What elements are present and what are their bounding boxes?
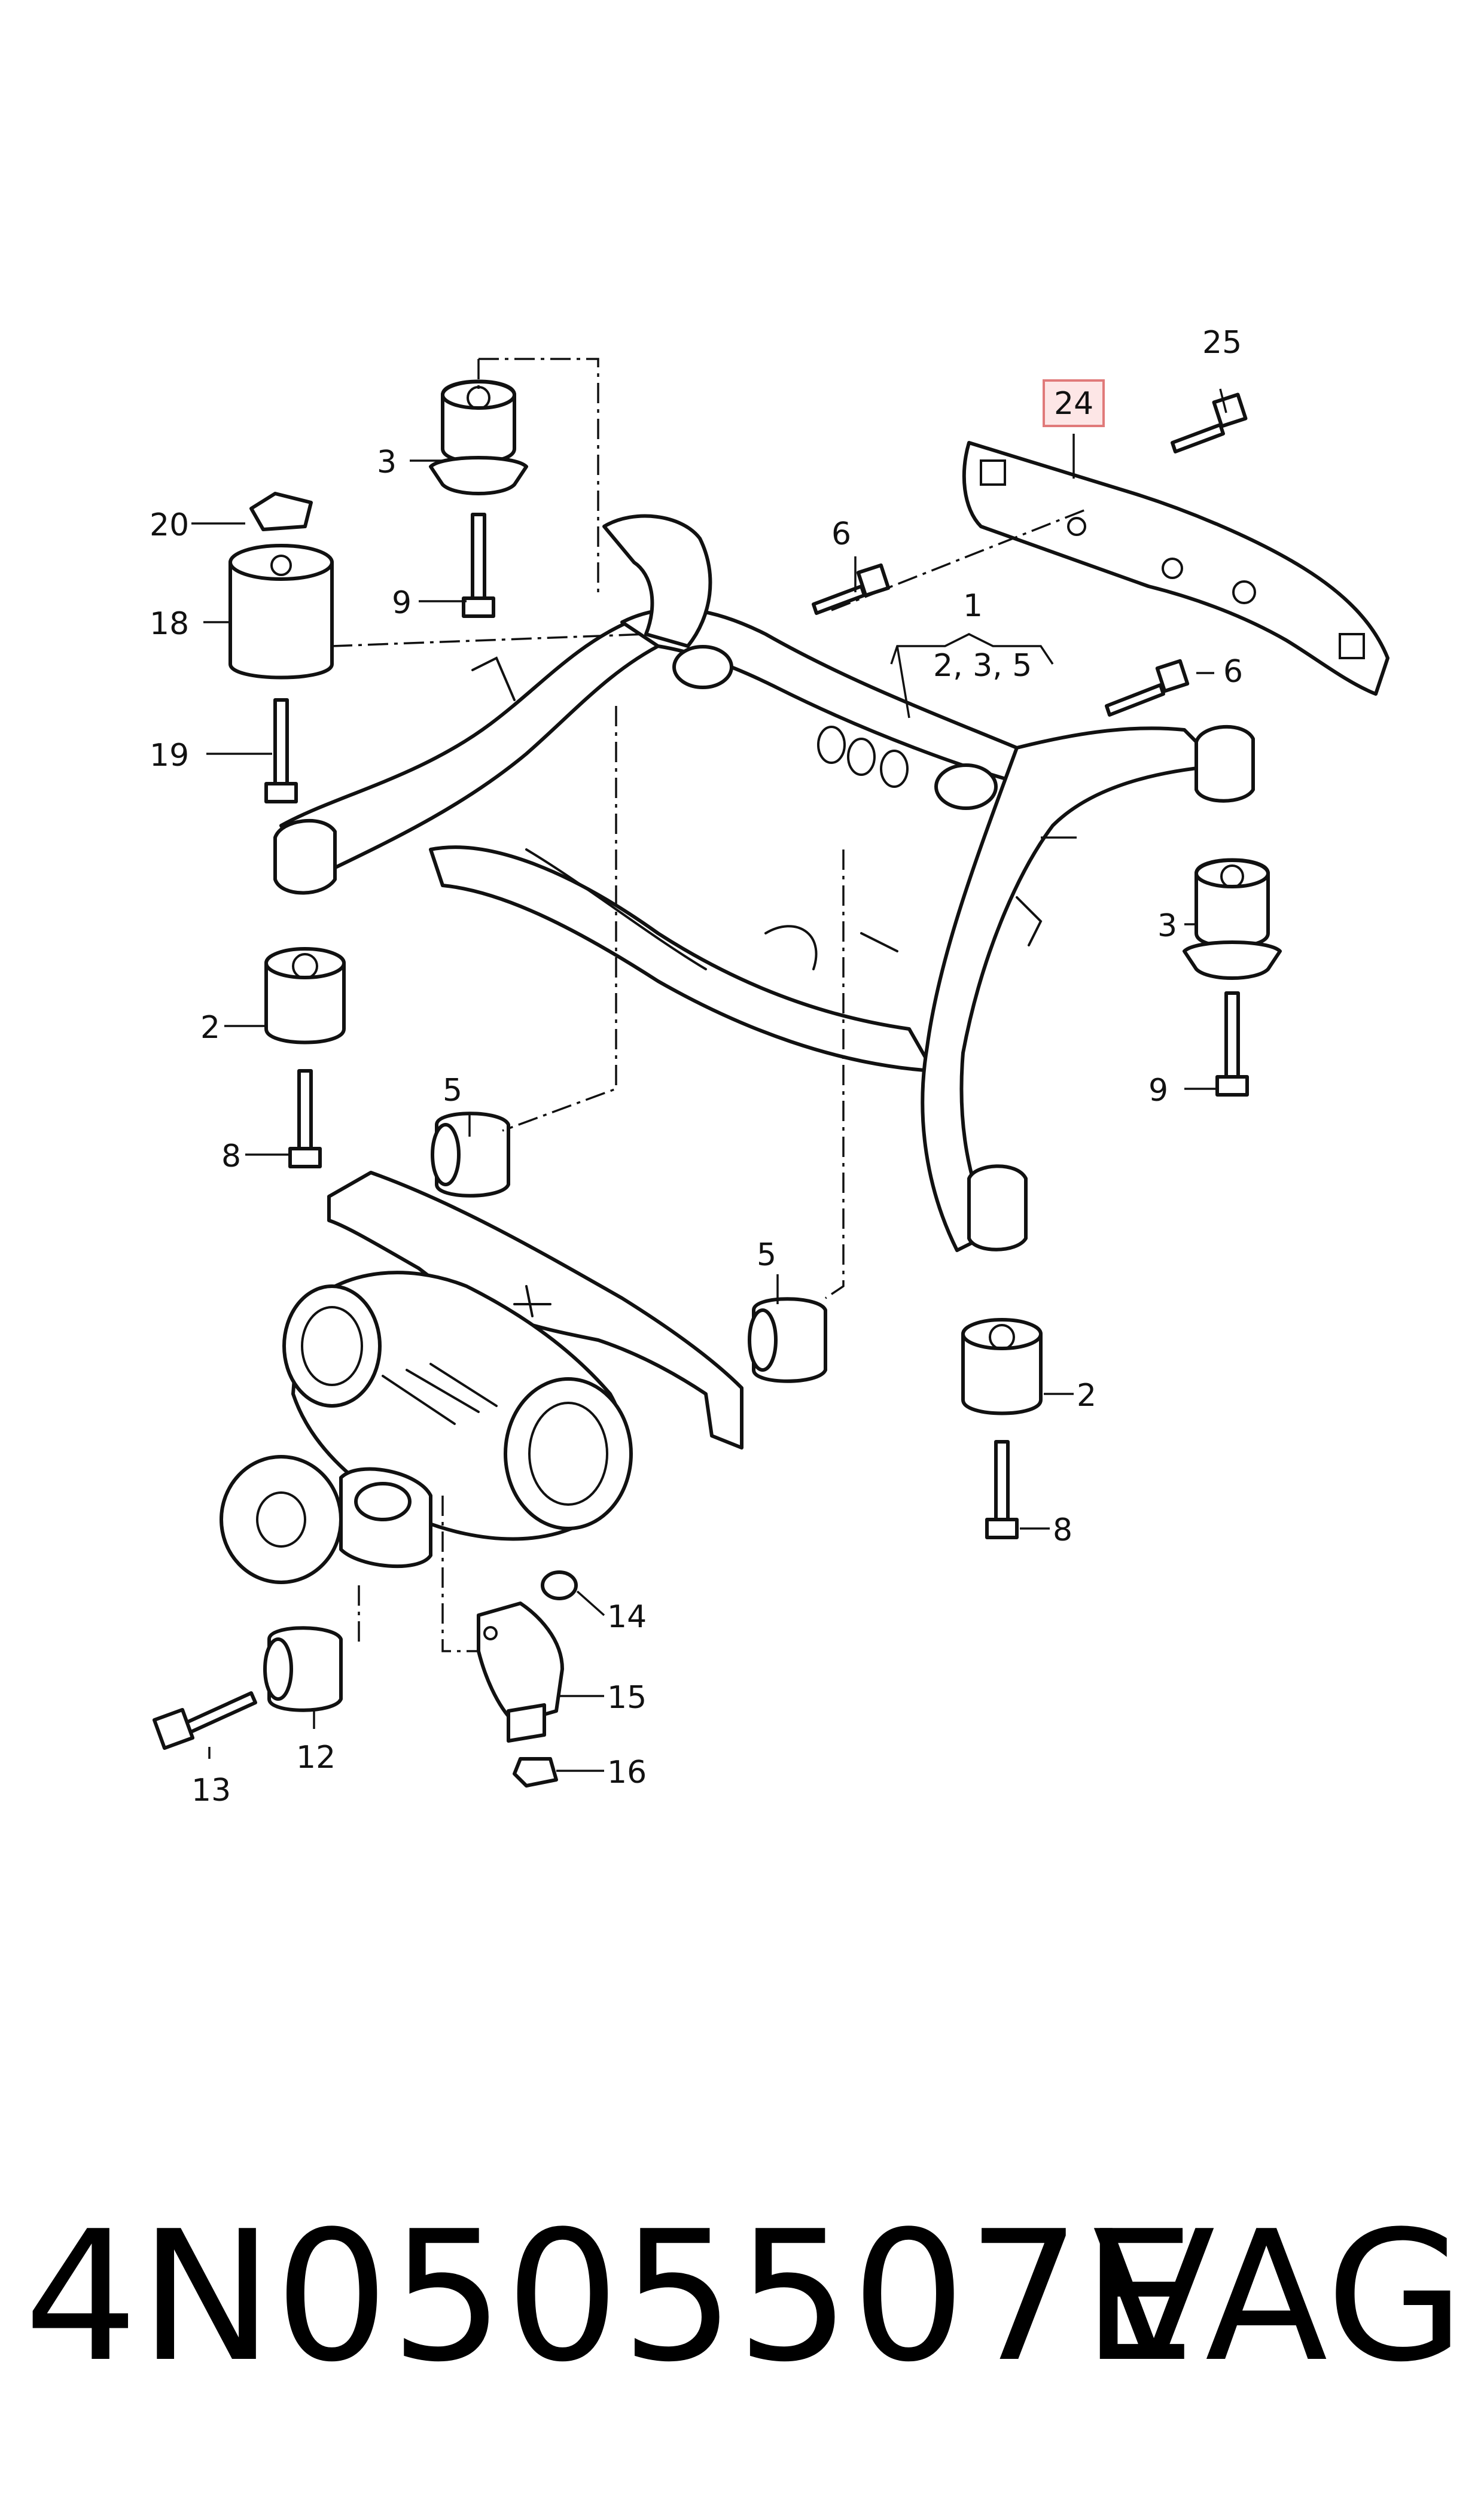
callout-2-right: 2 (1077, 1378, 1096, 1414)
mount-18 (228, 544, 334, 680)
callout-8-left: 8 (221, 1138, 241, 1174)
fasteners (152, 392, 1249, 1788)
callout-20: 20 (150, 507, 189, 543)
callout-18: 18 (150, 606, 189, 642)
callout-15: 15 (607, 1680, 647, 1716)
callout-24: 24 (1054, 386, 1093, 422)
callout-8-right: 8 (1053, 1512, 1072, 1548)
bushing-2-left (264, 947, 346, 1045)
callout-16: 16 (607, 1755, 647, 1791)
callout-12: 12 (296, 1740, 336, 1776)
brace-plate-24 (962, 441, 1389, 696)
brand-name: VAG (1092, 2193, 1466, 2401)
rear-subframe (273, 514, 1255, 1252)
callout-19: 19 (150, 738, 189, 774)
callout-1: 1 (963, 588, 983, 624)
bushing-2-right (961, 1318, 1043, 1415)
callout-9-right: 9 (1148, 1073, 1168, 1109)
bracket-15 (477, 1601, 564, 1743)
bushing-3-left (429, 379, 528, 495)
callout-14: 14 (607, 1599, 647, 1635)
bushing-5-right (748, 1297, 827, 1383)
bushing-12 (263, 1626, 343, 1712)
part-24-highlight-box (1043, 379, 1105, 427)
callout-6-top: 6 (831, 516, 851, 552)
callout-5-right: 5 (757, 1237, 776, 1273)
callout-5-left: 5 (443, 1073, 462, 1109)
callout-3-right: 3 (1157, 908, 1177, 944)
callout-2-left: 2 (200, 1010, 220, 1046)
leader-lines (191, 388, 1227, 1772)
rear-differential (220, 1171, 743, 1584)
callout-1-group: 2, 3, 5 (933, 648, 1032, 684)
callout-labels: 1 2, 3, 5 2 2 3 3 5 5 6 6 8 8 9 9 12 13 … (150, 325, 1243, 1808)
callout-9-left: 9 (392, 585, 412, 621)
callout-13: 13 (191, 1773, 231, 1808)
callout-6-right: 6 (1223, 654, 1243, 690)
assembly-lines (331, 358, 1089, 1652)
callout-25: 25 (1202, 325, 1242, 361)
callout-3-left: 3 (377, 444, 397, 480)
bushing-3-right (1183, 858, 1282, 980)
part-number: 4N0505507E (24, 2193, 1197, 2401)
bushing-5-left (431, 1112, 510, 1198)
